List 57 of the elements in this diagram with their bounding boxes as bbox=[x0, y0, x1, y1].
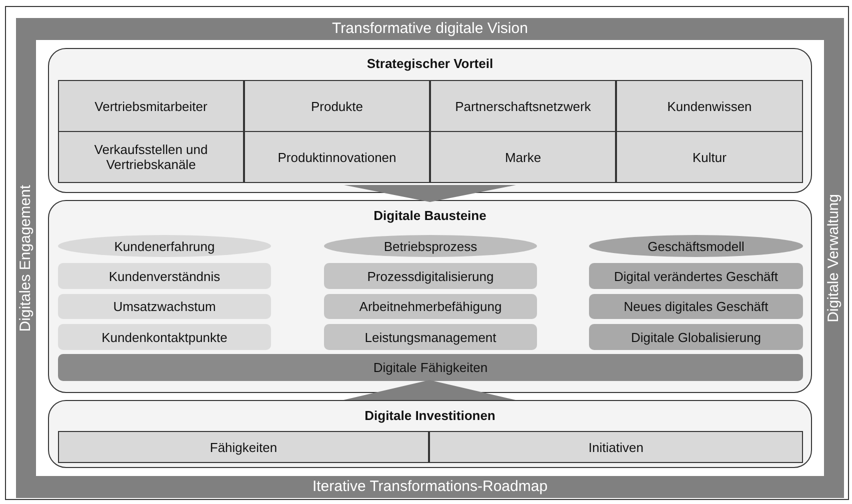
table-cell bbox=[244, 131, 430, 183]
label-text: Kundenverständnis bbox=[108, 268, 220, 284]
label-text: Marke bbox=[504, 150, 542, 164]
building-block-tile bbox=[589, 294, 803, 319]
label-text: Verkaufsstellen und Vertriebskanäle bbox=[93, 142, 209, 172]
label-text: Kundenerfahrung bbox=[114, 238, 215, 254]
label-text: Iterative Transformations-Roadmap bbox=[312, 478, 548, 496]
table-cell bbox=[429, 431, 803, 463]
frame-band bbox=[16, 18, 844, 40]
label-text: Kundenkontaktpunkte bbox=[102, 330, 228, 344]
label-text: Digitale Verwaltung bbox=[825, 194, 843, 322]
label-text: Kundenwissen bbox=[667, 98, 752, 114]
label-text: Produktinnovationen bbox=[278, 150, 396, 164]
flow-arrow bbox=[344, 380, 516, 400]
building-block-tile bbox=[58, 324, 271, 350]
label-text: Prozessdigitalisierung bbox=[367, 268, 494, 284]
table-cell bbox=[244, 80, 430, 132]
label-text: Kultur bbox=[692, 150, 726, 164]
table-cell bbox=[58, 80, 244, 132]
label-text: Betriebsprozess bbox=[384, 238, 478, 254]
label-text: Geschäftsmodell bbox=[648, 238, 744, 254]
capability-bar bbox=[58, 354, 803, 381]
table-cell bbox=[58, 131, 244, 183]
section-title: Digitale Investitionen bbox=[364, 408, 496, 424]
building-block-tile bbox=[58, 294, 271, 319]
label-text: Leistungsmanagement bbox=[364, 330, 496, 344]
section-title: Digitale Bausteine bbox=[372, 208, 488, 224]
label-text: Digitales Engagement bbox=[17, 184, 35, 332]
section-panel bbox=[48, 48, 812, 193]
label-text: Umsatzwachstum bbox=[113, 299, 216, 314]
label-text: Transformative digitale Vision bbox=[332, 20, 528, 38]
table-cell bbox=[430, 131, 616, 183]
table-cell bbox=[58, 431, 429, 463]
section-panel bbox=[48, 400, 812, 468]
building-block-tile bbox=[58, 263, 271, 289]
flow-arrow bbox=[344, 185, 516, 202]
table-cell bbox=[430, 80, 616, 132]
building-block-tile bbox=[589, 263, 803, 289]
label-text: Digital verändertes Geschäft bbox=[614, 268, 778, 284]
label-text: Initiativen bbox=[588, 440, 644, 454]
building-block-tile bbox=[324, 294, 537, 319]
label-text: Digitale Globalisierung bbox=[630, 330, 762, 344]
building-block-tile bbox=[324, 324, 537, 350]
frame-band bbox=[16, 476, 844, 498]
table-cell bbox=[616, 80, 803, 132]
label-text: Fähigkeiten bbox=[210, 440, 278, 454]
building-block-tile bbox=[324, 263, 537, 289]
section-title: Strategischer Vorteil bbox=[366, 56, 494, 72]
label-text: Partnerschaftsnetzwerk bbox=[455, 98, 591, 114]
label-text: Produkte bbox=[310, 98, 364, 114]
table-cell bbox=[616, 131, 803, 183]
label-text: Vertriebsmitarbeiter bbox=[94, 98, 208, 114]
label-text: Arbeitnehmerbefähigung bbox=[359, 299, 502, 314]
label-text: Digitale Fähigkeiten bbox=[373, 360, 488, 375]
building-block-tile bbox=[589, 324, 803, 350]
label-text: Neues digitales Geschäft bbox=[624, 299, 768, 314]
section-panel bbox=[48, 200, 812, 393]
